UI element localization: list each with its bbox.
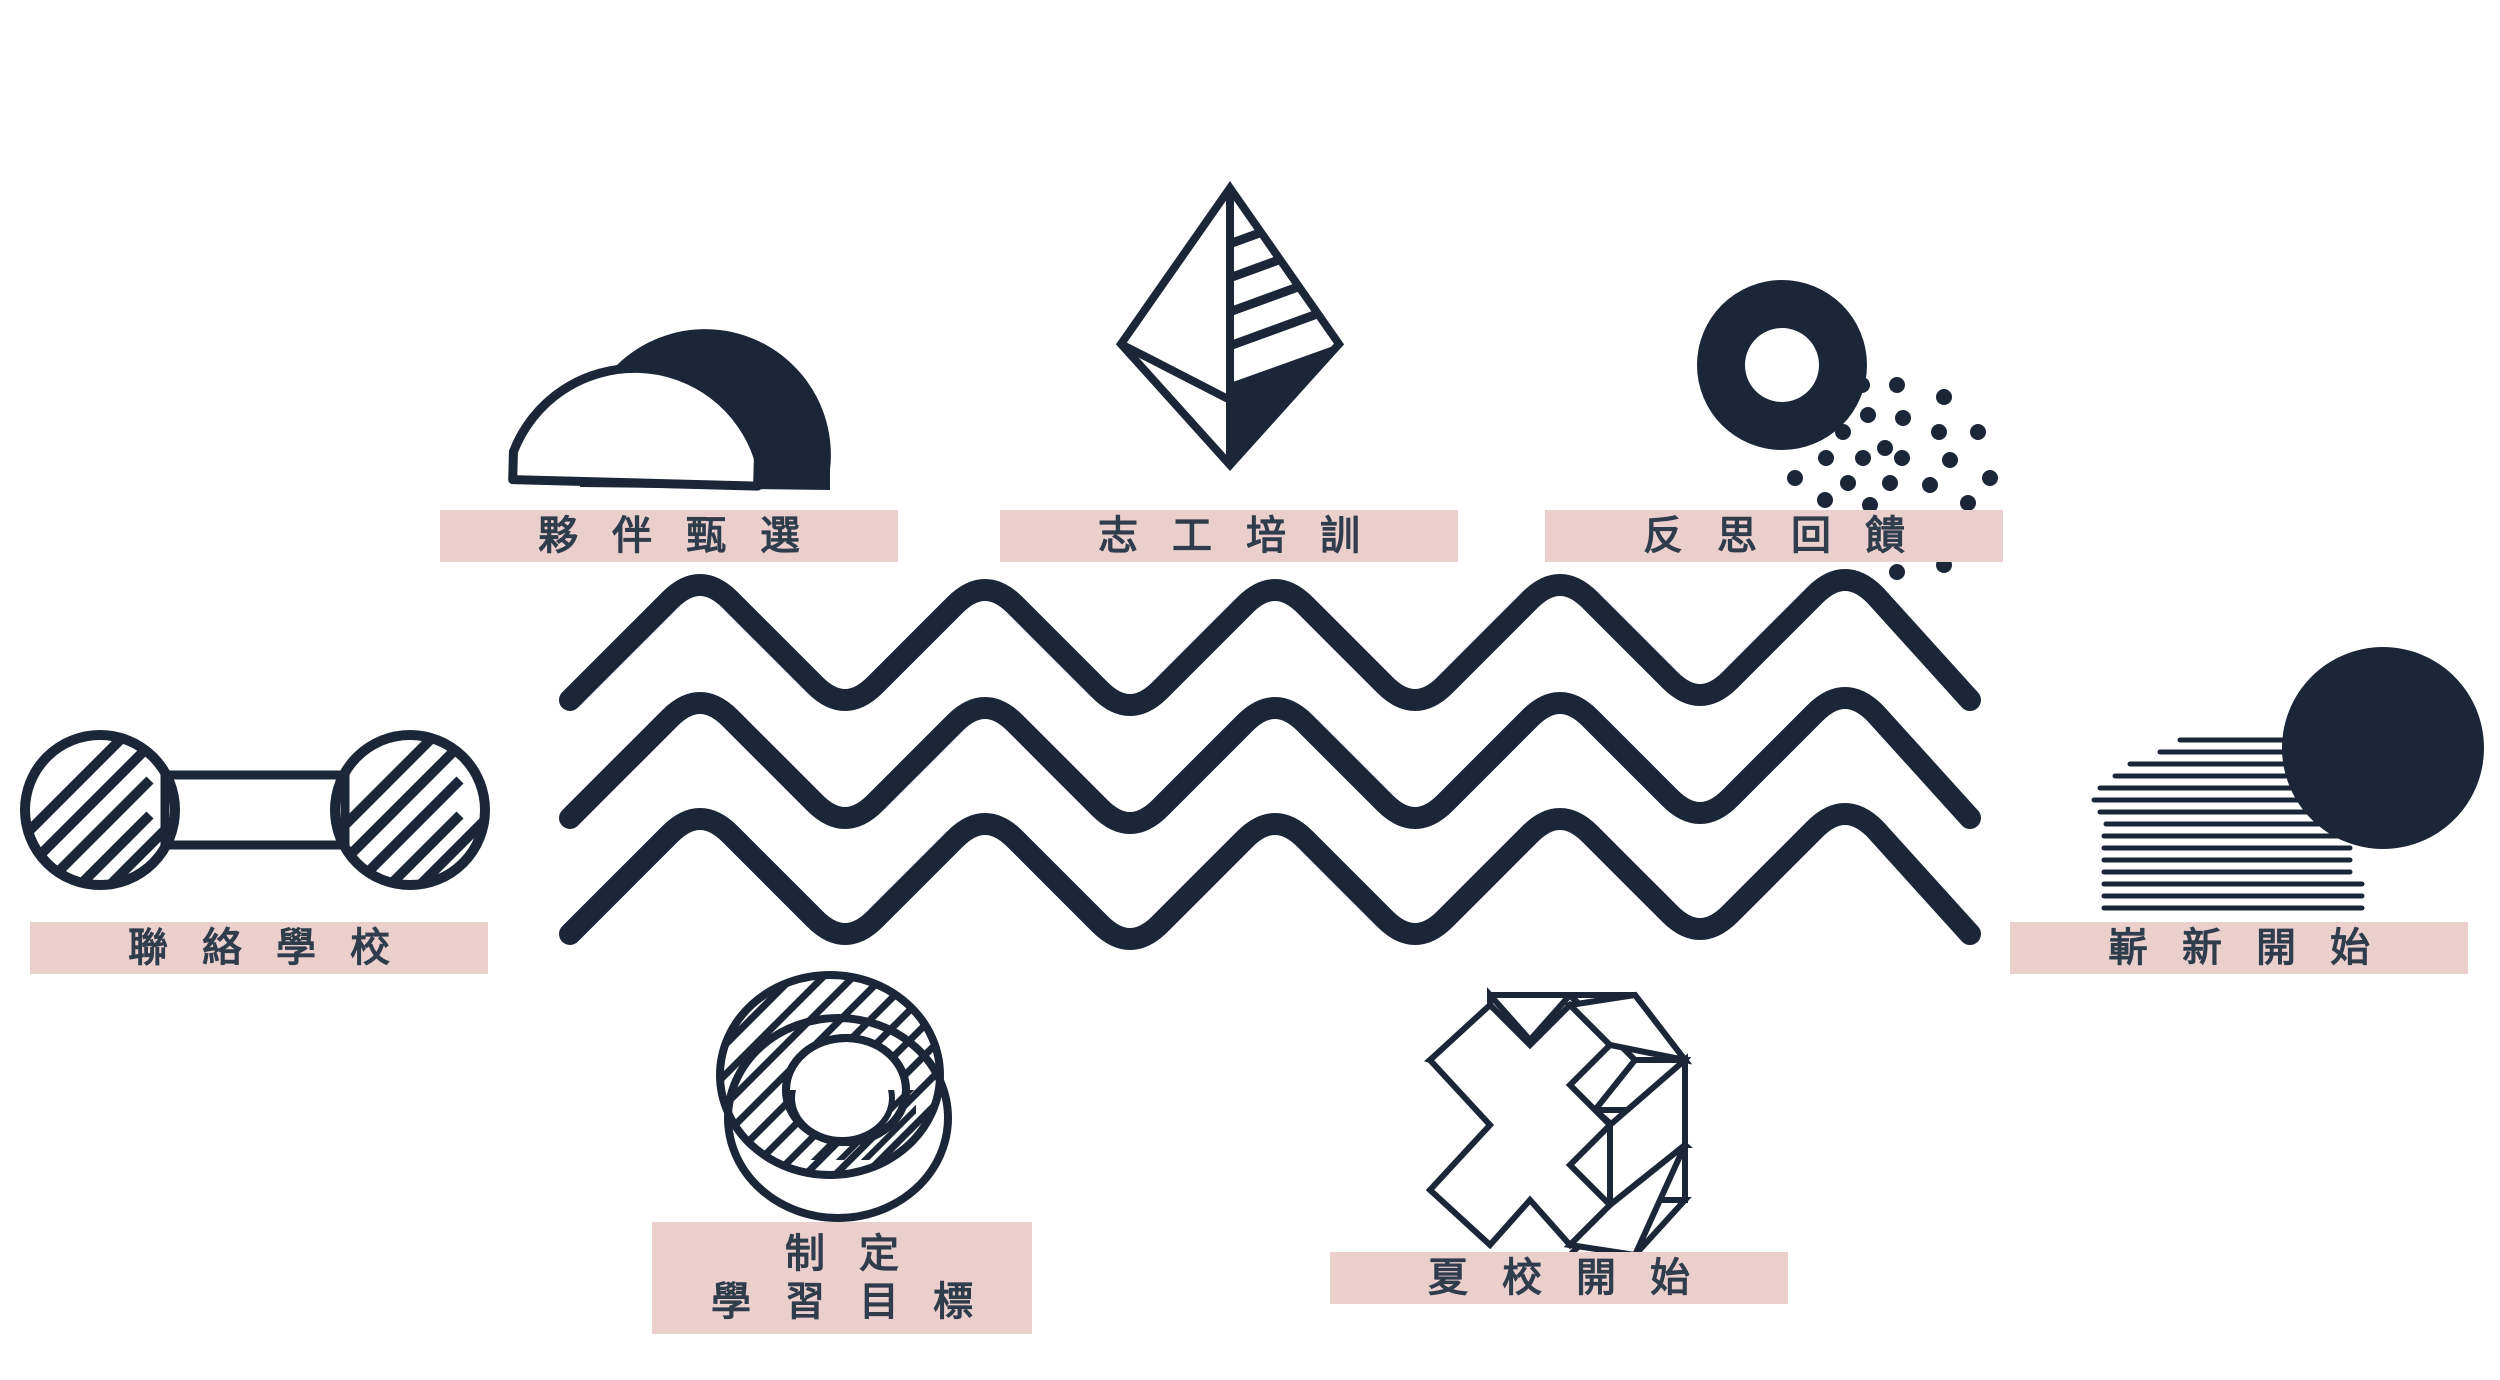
- label-new-beginning: 嶄新開始: [2010, 922, 2468, 974]
- label-reflection-feedback: 反思回饋: [1545, 510, 2003, 562]
- label-contact-school: 聯絡學校: [30, 922, 488, 974]
- label-text: 聯絡學校: [128, 925, 424, 971]
- sunset-icon: [2091, 647, 2484, 911]
- half-circles-icon: [508, 329, 831, 491]
- label-text: 志工培訓: [1098, 513, 1394, 559]
- diamond-icon: [1115, 181, 1345, 471]
- label-text: 學習目標: [711, 1279, 1007, 1325]
- wave-line: [559, 687, 1981, 834]
- label-summer-school-start: 夏校開始: [1330, 1252, 1788, 1304]
- wave-line: [559, 803, 1981, 950]
- label-volunteer-training: 志工培訓: [1000, 510, 1458, 562]
- label-text: 反思回饋: [1643, 513, 1939, 559]
- label-set-learning-goals: 制定 學習目標: [652, 1222, 1032, 1334]
- label-text: 嶄新開始: [2108, 925, 2404, 971]
- striped-ring-icon: [716, 971, 952, 1222]
- label-text: 制定: [785, 1231, 933, 1277]
- label-text: 夥伴甄選: [538, 513, 834, 559]
- label-text: 夏校開始: [1428, 1255, 1724, 1301]
- label-partner-selection: 夥伴甄選: [440, 510, 898, 562]
- wave-lines-icon: [559, 569, 1981, 950]
- wave-line: [559, 569, 1981, 716]
- ring-dots-icon: [1697, 280, 1998, 580]
- cross-icon: [1423, 987, 1693, 1259]
